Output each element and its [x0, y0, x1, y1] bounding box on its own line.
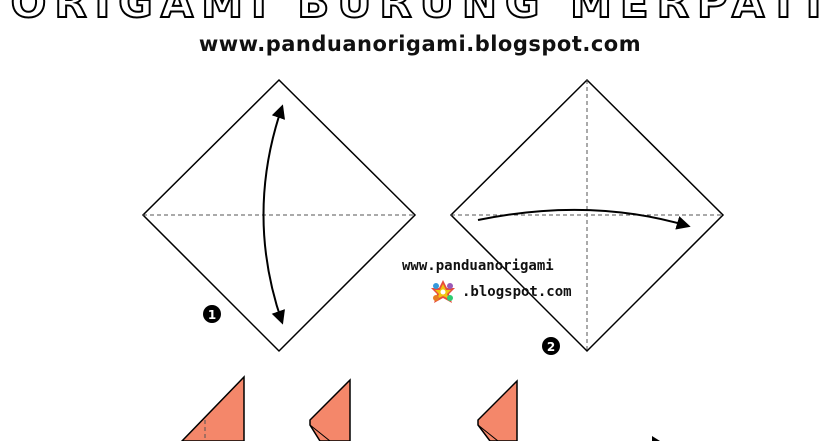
- step-2-number: 2: [547, 340, 555, 354]
- watermark-text-line1: www.panduanorigami: [402, 258, 554, 274]
- step-2-number-badge: 2: [542, 337, 560, 355]
- step-4-diagram-partial: [309, 378, 351, 441]
- step-6-arrow-partial: [652, 436, 660, 441]
- site-url: www.panduanorigami.blogspot.com: [198, 32, 642, 56]
- step-1-fold-arrow-icon: [262, 104, 285, 325]
- step-1-diagram: 1: [141, 78, 417, 353]
- step-2-diagram: 2: [449, 78, 725, 355]
- step-6-arrow-icon: [652, 436, 660, 441]
- watermark-text-line2: .blogspot.com: [462, 284, 572, 300]
- step-1-number-badge: 1: [203, 305, 221, 323]
- page-title: ORIGAMI BURUNG MERPATI: [10, 0, 830, 28]
- step-3-diagram-partial: [180, 375, 245, 441]
- step-2-fold-arrow-icon: [477, 208, 691, 230]
- step-1-number: 1: [208, 308, 216, 322]
- step-5-diagram-partial: [477, 379, 518, 441]
- star-flower-logo-icon: [431, 280, 455, 303]
